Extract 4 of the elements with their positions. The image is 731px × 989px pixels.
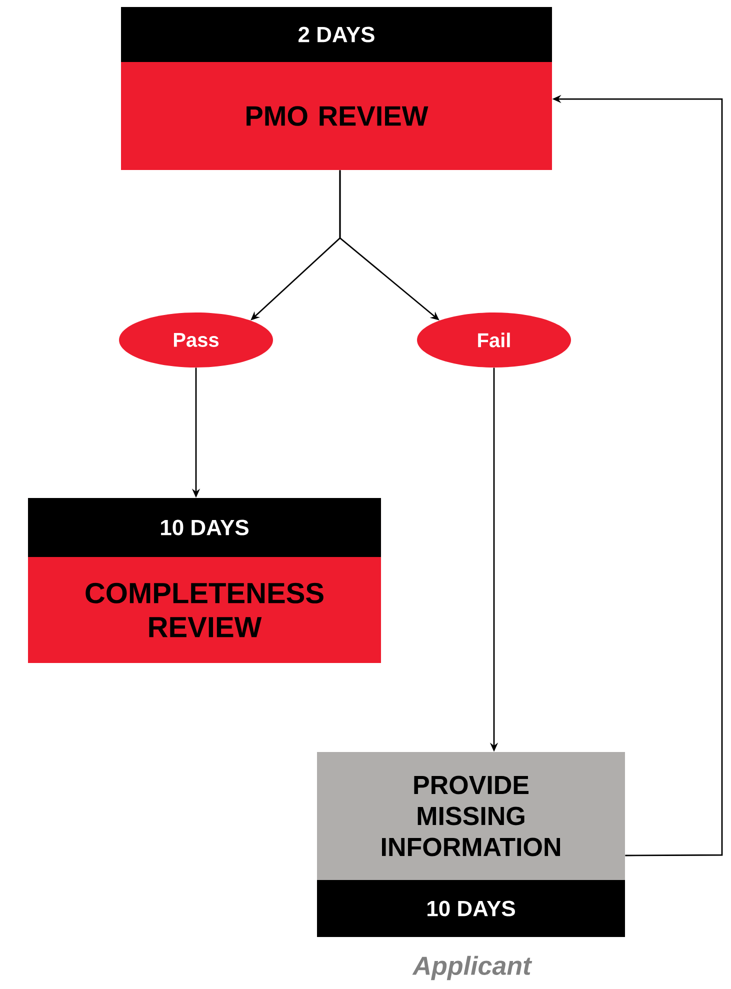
process-box: PROVIDE MISSING INFORMATION 10 DAYS — [317, 752, 625, 937]
role-label: Applicant — [412, 956, 532, 980]
process-box: 2 DAYS PMO REVIEW — [121, 7, 552, 170]
process-box: 10 DAYS COMPLETENESS REVIEW — [28, 498, 381, 663]
